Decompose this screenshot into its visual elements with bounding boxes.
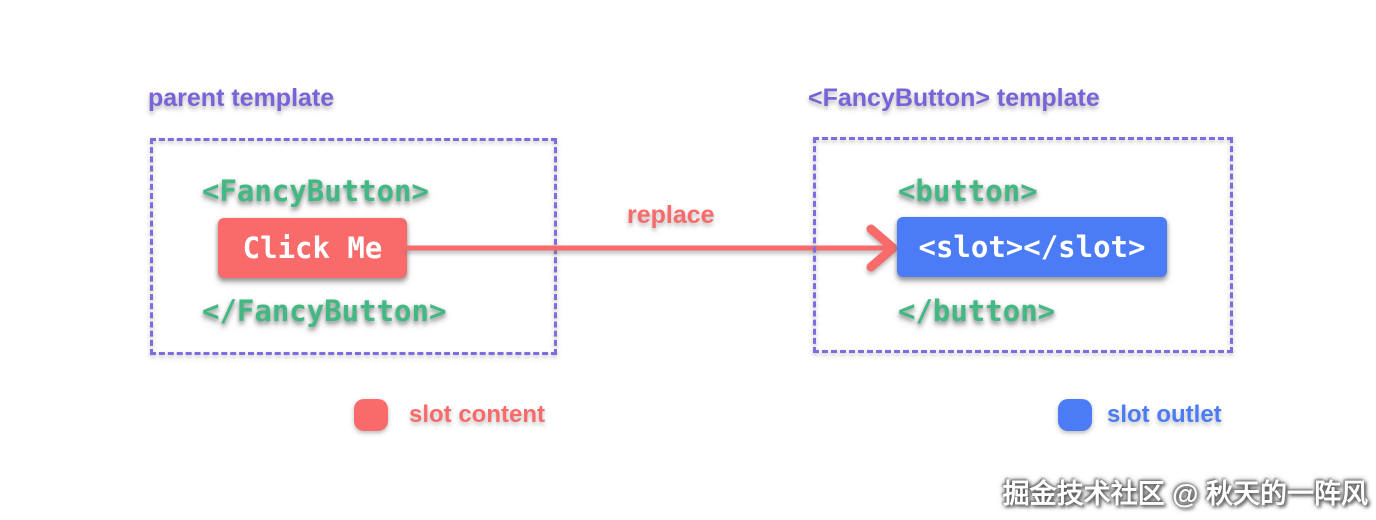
slot-outlet-swatch <box>1058 399 1092 431</box>
slot-content-swatch <box>354 399 388 431</box>
parent-template-box: <FancyButton> Click Me </FancyButton> <box>150 138 557 355</box>
click-me-button: Click Me <box>218 218 407 278</box>
slot-content-label: slot content <box>409 401 545 428</box>
parent-template-title: parent template <box>148 84 335 112</box>
watermark: 掘金技术社区 @ 秋天的一阵风 <box>1002 479 1368 509</box>
slot-outlet-label: slot outlet <box>1107 401 1222 428</box>
fancybutton-open-tag: <FancyButton> <box>202 174 429 208</box>
button-open-tag: <button> <box>898 174 1038 208</box>
slot-outlet-code-box: <slot></slot> <box>897 217 1167 277</box>
component-template-title: <FancyButton> template <box>808 84 1100 112</box>
button-close-tag: </button> <box>898 294 1056 328</box>
fancybutton-close-tag: </FancyButton> <box>202 294 447 328</box>
replace-label: replace <box>627 201 715 229</box>
component-template-box: <button> <slot></slot> </button> <box>813 137 1233 353</box>
